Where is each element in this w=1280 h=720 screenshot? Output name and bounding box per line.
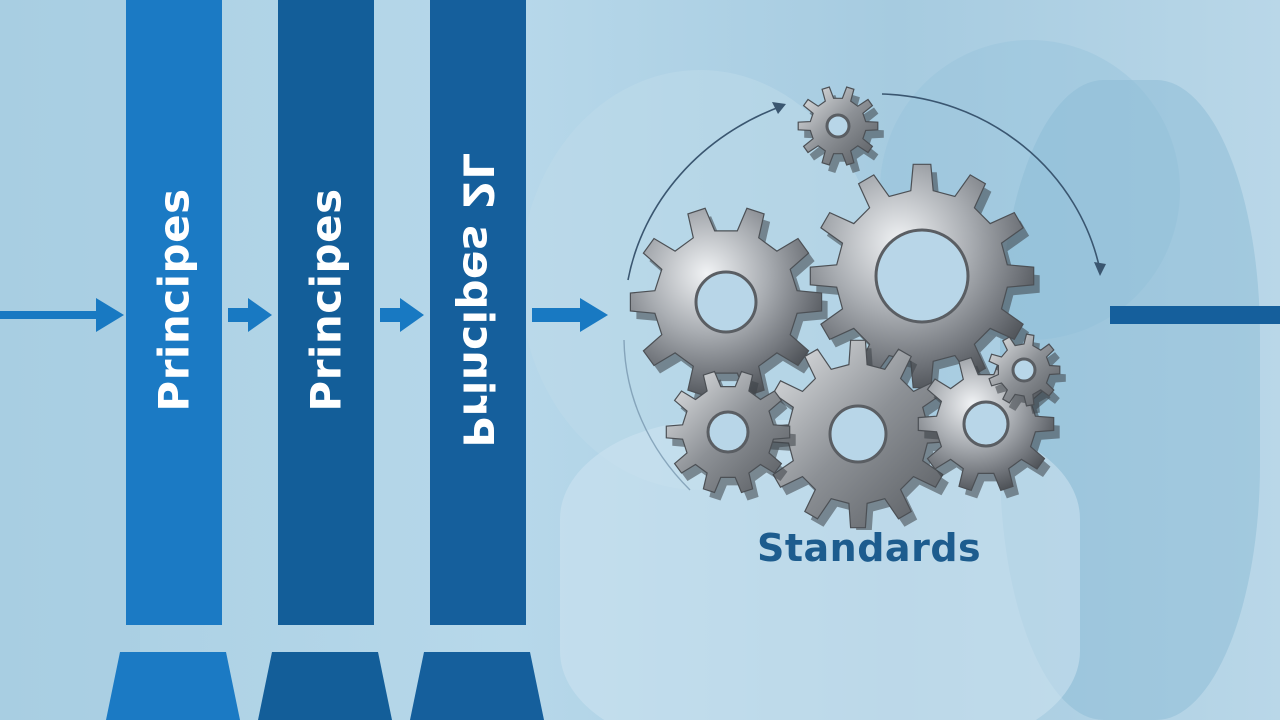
cycle-arrow	[627, 105, 783, 281]
pillar-1: Principes	[126, 0, 222, 625]
gear-tiny-right	[988, 333, 1066, 414]
arrow-1-2	[228, 298, 272, 332]
output-bar	[1110, 306, 1280, 324]
background-shape	[0, 0, 140, 720]
gears-cluster	[600, 70, 1120, 530]
arrow-3-gears	[532, 298, 608, 332]
gear-bottom-left	[665, 370, 796, 501]
pillar-3-label: Principes 2L	[453, 152, 503, 448]
pillar-2-base	[258, 652, 392, 720]
pillar-3-base	[410, 652, 544, 720]
gear-center	[763, 339, 958, 530]
pillar-2: Principes	[278, 0, 374, 625]
pillar-3: Principes 2L	[430, 0, 526, 625]
pillar-2-label: Principes	[301, 188, 351, 412]
gear-small-top	[797, 86, 884, 173]
pillar-1-base	[106, 652, 240, 720]
gear-left	[629, 207, 828, 404]
pillar-1-label: Principes	[149, 188, 199, 412]
arrow-in	[0, 298, 124, 332]
standards-label: Standards	[757, 526, 982, 570]
gear-large	[809, 163, 1040, 396]
arrow-2-3	[380, 298, 424, 332]
